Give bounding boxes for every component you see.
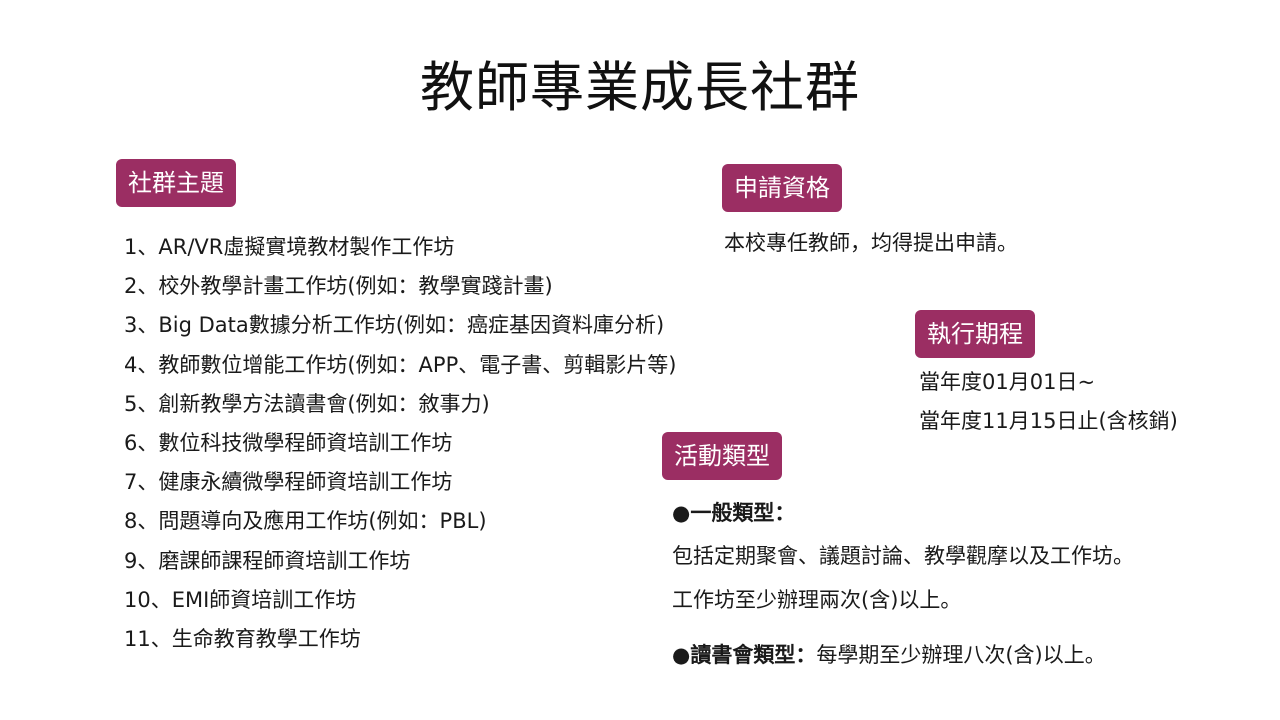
list-item: 9、磨課師課程師資培訓工作坊 xyxy=(124,548,411,573)
list-item: 2、校外教學計畫工作坊(例如：教學實踐計畫) xyxy=(124,274,553,299)
list-item: 7、健康永續微學程師資培訓工作坊 xyxy=(124,470,453,495)
topics-list: 1、AR/VR虛擬實境教材製作工作坊 2、校外教學計畫工作坊(例如：教學實踐計畫… xyxy=(124,228,676,659)
list-item: 5、創新教學方法讀書會(例如：敘事力) xyxy=(124,391,490,416)
reading-type-requirement: 每學期至少辦理八次(含)以上。 xyxy=(816,643,1106,667)
page-title: 教師專業成長社群 xyxy=(420,56,860,119)
topics-heading-badge: 社群主題 xyxy=(116,159,236,207)
list-item: 3、Big Data數據分析工作坊(例如：癌症基因資料庫分析) xyxy=(124,313,665,338)
general-type-requirement: 工作坊至少辦理兩次(含)以上。 xyxy=(672,588,962,612)
list-item: 11、生命教育教學工作坊 xyxy=(124,627,361,652)
list-item: 6、數位科技微學程師資培訓工作坊 xyxy=(124,431,453,456)
general-type-description: 包括定期聚會、議題討論、教學觀摩以及工作坊。 xyxy=(672,544,1134,568)
reading-type-label: ●讀書會類型： xyxy=(672,643,817,667)
schedule-end: 當年度11月15日止(含核銷) xyxy=(919,409,1178,433)
general-type-label: ●一般類型： xyxy=(672,501,796,525)
list-item: 10、EMI師資培訓工作坊 xyxy=(124,587,357,612)
schedule-start: 當年度01月01日~ xyxy=(919,370,1096,394)
schedule-heading-badge: 執行期程 xyxy=(915,310,1035,358)
activity-types-heading-badge: 活動類型 xyxy=(662,432,782,480)
list-item: 1、AR/VR虛擬實境教材製作工作坊 xyxy=(124,235,455,259)
eligibility-heading-badge: 申請資格 xyxy=(722,164,842,212)
list-item: 8、問題導向及應用工作坊(例如：PBL) xyxy=(124,509,487,534)
eligibility-text: 本校專任教師，均得提出申請。 xyxy=(724,231,1018,255)
list-item: 4、教師數位增能工作坊(例如：APP、電子書、剪輯影片等) xyxy=(124,352,677,377)
reading-type-line: ●讀書會類型：每學期至少辦理八次(含)以上。 xyxy=(672,640,1106,670)
